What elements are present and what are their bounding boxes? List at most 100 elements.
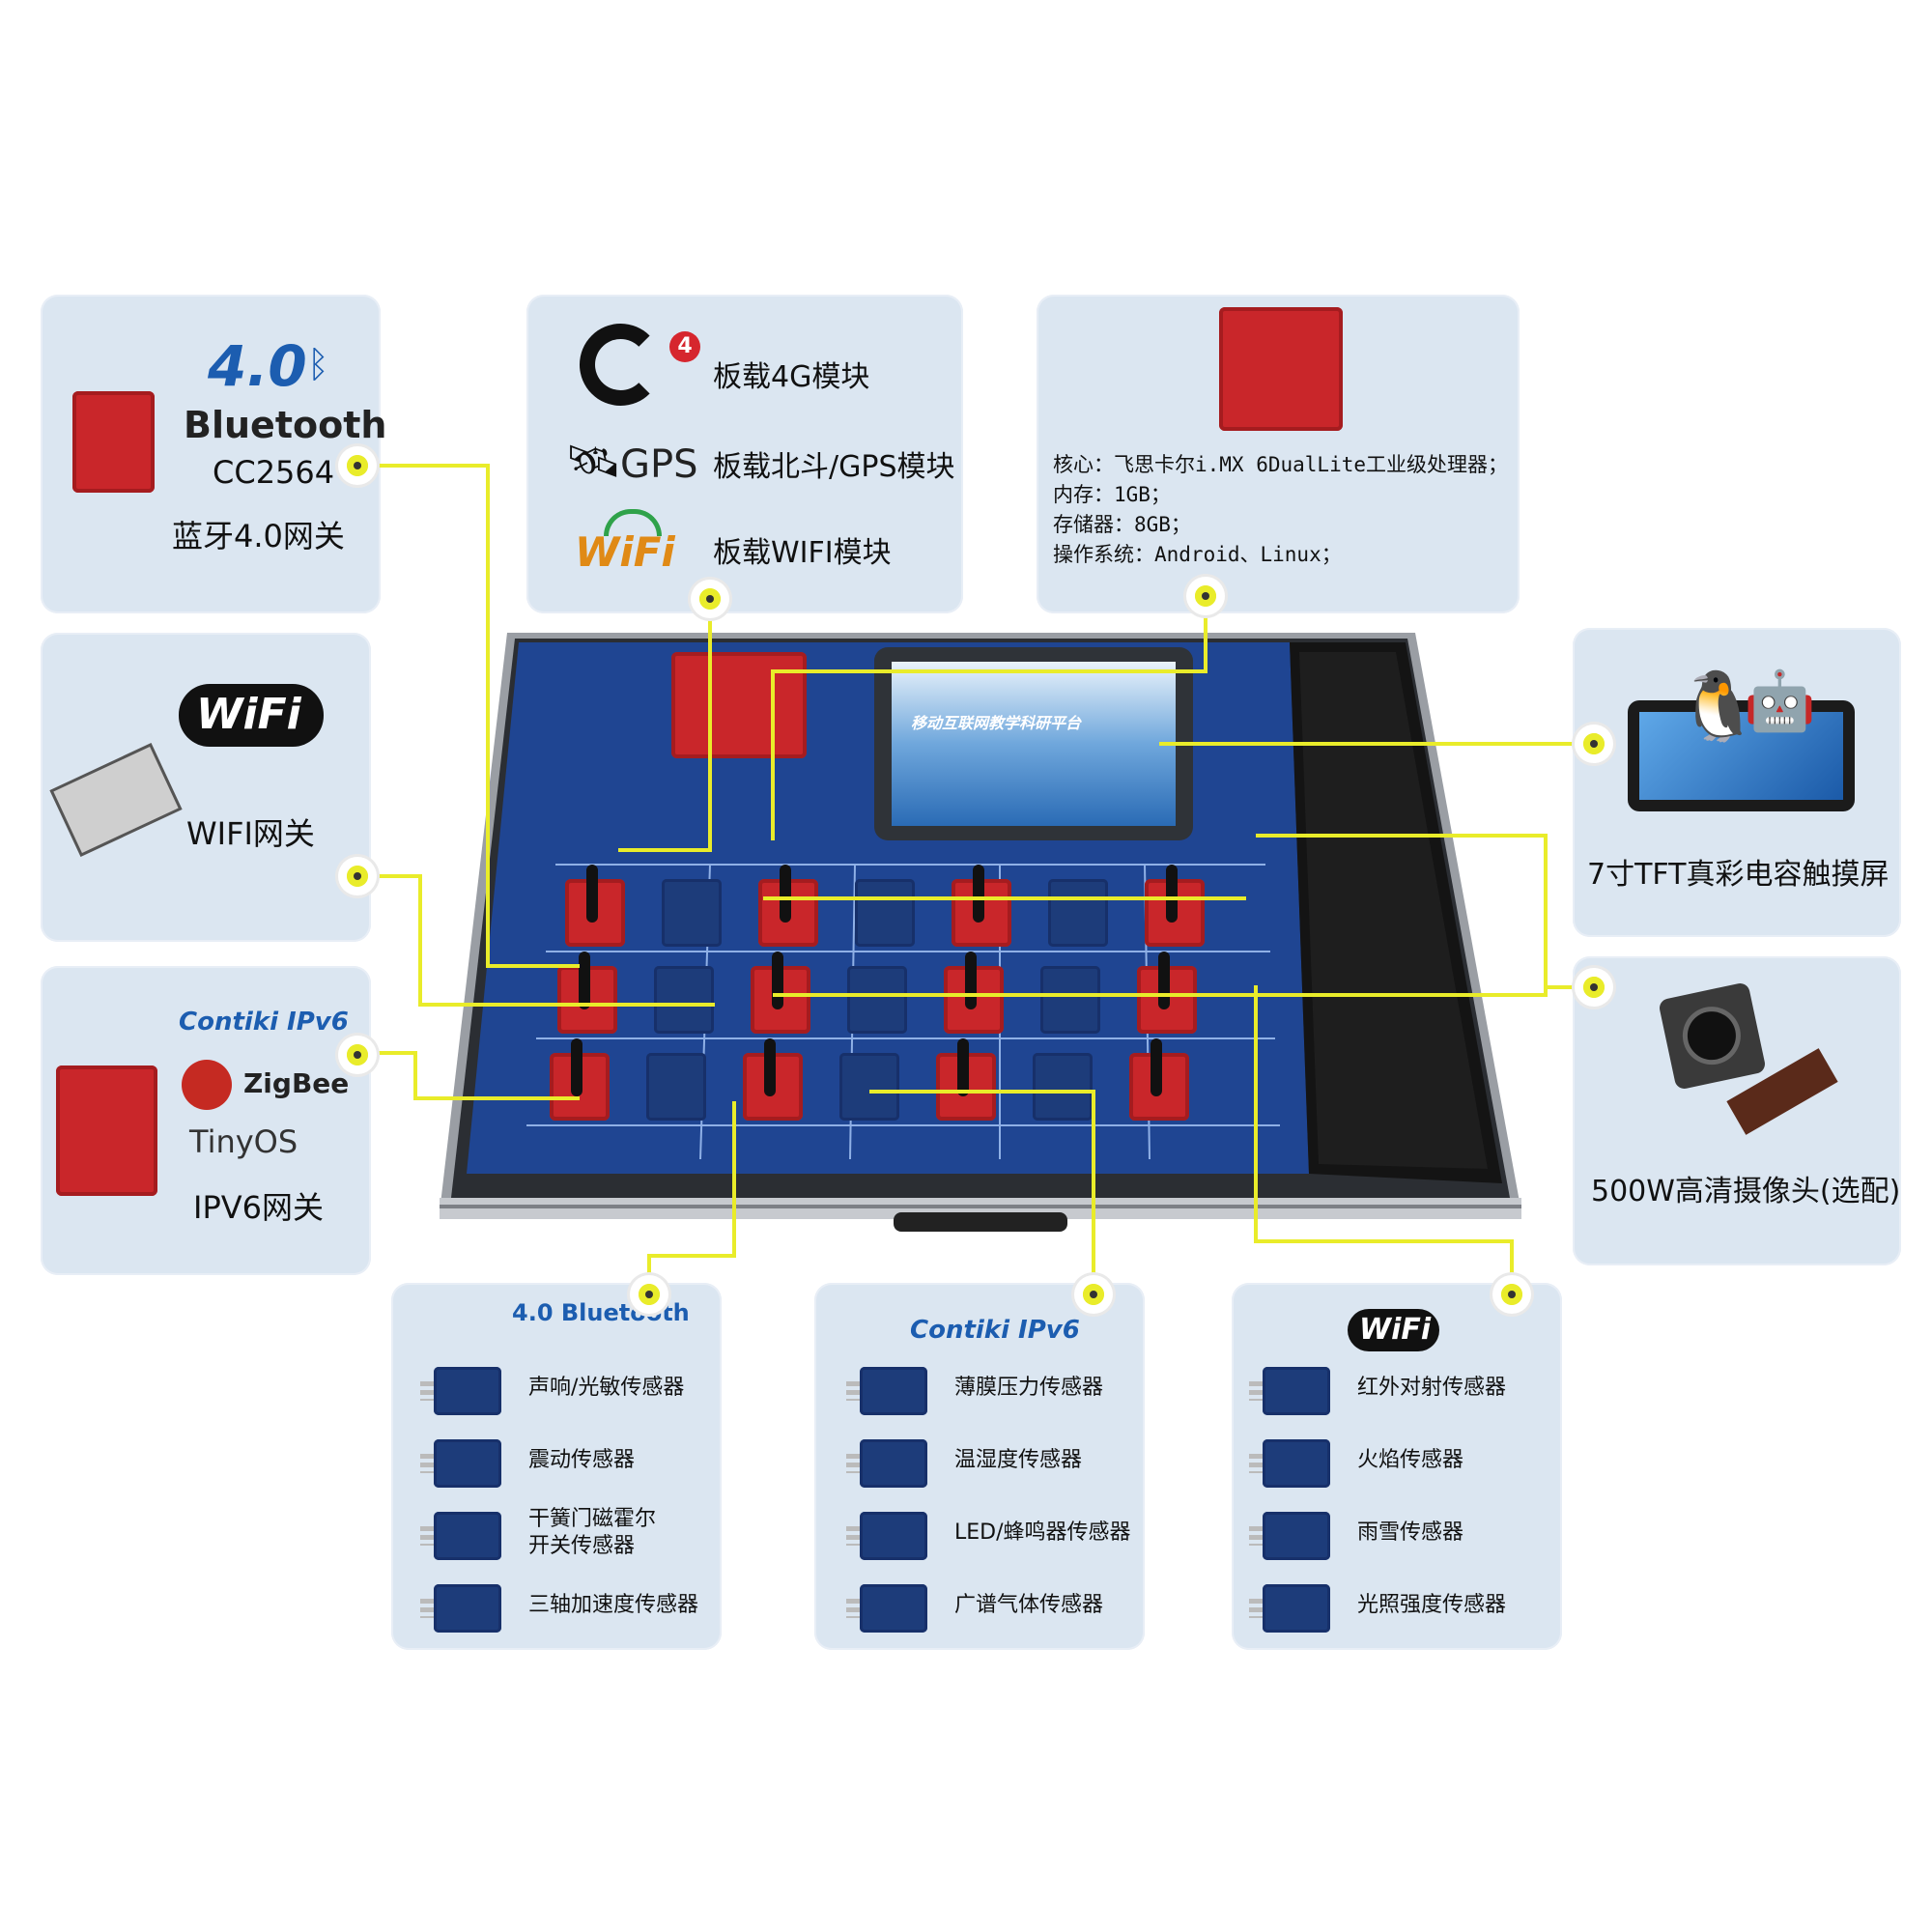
sensor-module-image bbox=[846, 1512, 927, 1560]
zigbee-logo-icon bbox=[182, 1060, 232, 1110]
sensor-module-image bbox=[420, 1367, 501, 1415]
device-screen-title: 移动互联网教学科研平台 bbox=[911, 714, 1082, 732]
sensor-pin-header bbox=[846, 1454, 860, 1473]
camera-module-image bbox=[1658, 981, 1767, 1091]
antenna-icon bbox=[1151, 1038, 1162, 1096]
ipv6-connector-node bbox=[338, 1036, 377, 1074]
antenna-icon bbox=[586, 865, 598, 923]
sensor-pin-header bbox=[1249, 1526, 1263, 1546]
sensor-module-image bbox=[1249, 1439, 1330, 1488]
sensor-wifi-connector-node bbox=[1492, 1275, 1531, 1314]
sensor-module-image bbox=[1249, 1367, 1330, 1415]
sensor-bluetooth-connector-node bbox=[630, 1275, 668, 1314]
device-screen-display: 移动互联网教学科研平台 bbox=[892, 662, 1176, 826]
sensor-pin-header bbox=[1249, 1599, 1263, 1618]
core-spec-line: 存储器：8GB； bbox=[1053, 513, 1191, 536]
wifi-logo-colored: WiFi bbox=[575, 528, 675, 576]
comm-item-label-wifi: 板载WIFI模块 bbox=[713, 536, 892, 570]
sensor-module-image bbox=[846, 1367, 927, 1415]
sensor-module-grid bbox=[440, 633, 1521, 1232]
sensor-module-image bbox=[420, 1439, 501, 1488]
device-sensor-module bbox=[662, 879, 722, 947]
antenna-icon bbox=[957, 1038, 969, 1096]
sensor-label: 红外对射传感器 bbox=[1357, 1376, 1507, 1400]
sensor-label: 薄膜压力传感器 bbox=[954, 1376, 1104, 1400]
wifi-connector-node bbox=[338, 857, 377, 895]
device-sensor-module bbox=[839, 1053, 899, 1121]
core-spec-line: 内存：1GB； bbox=[1053, 483, 1171, 506]
sensor-module-image bbox=[420, 1512, 501, 1560]
comm-connector-node bbox=[691, 580, 729, 618]
sensor-module-image bbox=[846, 1584, 927, 1633]
touchscreen-image bbox=[1628, 700, 1855, 811]
device-sensor-module bbox=[646, 1053, 706, 1121]
ipv6-board-image bbox=[56, 1065, 157, 1196]
sensor-label: 火焰传感器 bbox=[1357, 1448, 1464, 1472]
antenna-icon bbox=[1166, 865, 1178, 923]
sensor-pin-header bbox=[420, 1526, 434, 1546]
sensor-ipv6-connector-node bbox=[1074, 1275, 1113, 1314]
device-sensor-module bbox=[1048, 879, 1108, 947]
tinyos-logo: TinyOS bbox=[189, 1123, 298, 1160]
device-sensor-module bbox=[1033, 1053, 1093, 1121]
comm-item-label-gps: 板载北斗/GPS模块 bbox=[713, 450, 955, 484]
device-sensor-module bbox=[654, 966, 714, 1034]
ipv6-gateway-label: IPV6网关 bbox=[193, 1189, 324, 1226]
sensor-pin-header bbox=[420, 1381, 434, 1401]
sensor-pin-header bbox=[846, 1381, 860, 1401]
device-sensor-module bbox=[1040, 966, 1100, 1034]
bluetooth-logo-word: Bluetooth bbox=[184, 404, 387, 446]
sensor-module-image bbox=[1249, 1584, 1330, 1633]
gps-logo: GPS bbox=[620, 442, 698, 487]
contiki-logo: Contiki IPv6 bbox=[179, 1008, 349, 1037]
sensor-label: 光照强度传感器 bbox=[1357, 1593, 1507, 1617]
core-connector-node bbox=[1186, 577, 1225, 615]
core-spec-line: 核心：飞思卡尔i.MX 6DualLite工业级处理器； bbox=[1053, 453, 1509, 476]
wifi-logo-text: WiFi bbox=[196, 690, 301, 739]
core-spec-line: 操作系统：Android、Linux； bbox=[1053, 543, 1342, 566]
sensor-label: 温湿度传感器 bbox=[954, 1448, 1083, 1472]
sensor-label: 声响/光敏传感器 bbox=[528, 1376, 685, 1400]
device-touchscreen: 移动互联网教学科研平台 bbox=[874, 647, 1193, 840]
sensor-panel-wifi-logo-box: WiFi bbox=[1348, 1309, 1439, 1351]
device-sensor-module bbox=[847, 966, 907, 1034]
sensor-pin-header bbox=[846, 1526, 860, 1546]
antenna-icon bbox=[780, 865, 791, 923]
sensor-pin-header bbox=[420, 1599, 434, 1618]
sensor-panel-wifi-logo: WiFi bbox=[1359, 1313, 1432, 1347]
bluetooth-connector-node bbox=[338, 446, 377, 485]
bluetooth-gateway-label: 蓝牙4.0网关 bbox=[172, 518, 345, 554]
antenna-icon bbox=[579, 952, 590, 1009]
4g-badge-icon: 4 bbox=[669, 331, 700, 362]
camera-lens-icon bbox=[1683, 1007, 1741, 1065]
cc2564-board-image bbox=[72, 391, 155, 493]
sensor-pin-header bbox=[420, 1454, 434, 1473]
touchscreen-label: 7寸TFT真彩电容触摸屏 bbox=[1587, 858, 1889, 892]
sensor-pin-header bbox=[1249, 1381, 1263, 1401]
sensor-pin-header bbox=[1249, 1454, 1263, 1473]
android-robot-icon: 🤖 bbox=[1744, 668, 1816, 735]
camera-connector-node bbox=[1575, 968, 1613, 1007]
wifi-logo: WiFi bbox=[179, 684, 324, 747]
comm-item-label-4g: 板载4G模块 bbox=[713, 360, 870, 394]
bluetooth-version-logo: 4.0 bbox=[208, 333, 307, 399]
core-board-image bbox=[1219, 307, 1343, 431]
touchscreen-connector-node bbox=[1575, 724, 1613, 763]
sensor-label: LED/蜂鸣器传感器 bbox=[954, 1520, 1131, 1545]
sensor-panel-ipv6-logo: Contiki IPv6 bbox=[910, 1316, 1080, 1345]
sensor-module-image bbox=[420, 1584, 501, 1633]
sensor-pin-header bbox=[846, 1599, 860, 1618]
bluetooth-rune-icon: ᛒ bbox=[307, 343, 329, 385]
bluetooth-chip-name: CC2564 bbox=[213, 454, 335, 491]
camera-label: 500W高清摄像头(选配) bbox=[1591, 1175, 1901, 1208]
linux-penguin-icon: 🐧 bbox=[1676, 667, 1761, 746]
sensor-label: 干簧门磁霍尔 开关传感器 bbox=[528, 1507, 657, 1558]
device-sensor-module bbox=[855, 879, 915, 947]
sensor-label: 雨雪传感器 bbox=[1357, 1520, 1464, 1545]
4g-logo-icon bbox=[580, 324, 662, 406]
sensor-label: 广谱气体传感器 bbox=[954, 1593, 1104, 1617]
antenna-icon bbox=[764, 1038, 776, 1096]
antenna-icon bbox=[571, 1038, 582, 1096]
sensor-module-image bbox=[1249, 1512, 1330, 1560]
